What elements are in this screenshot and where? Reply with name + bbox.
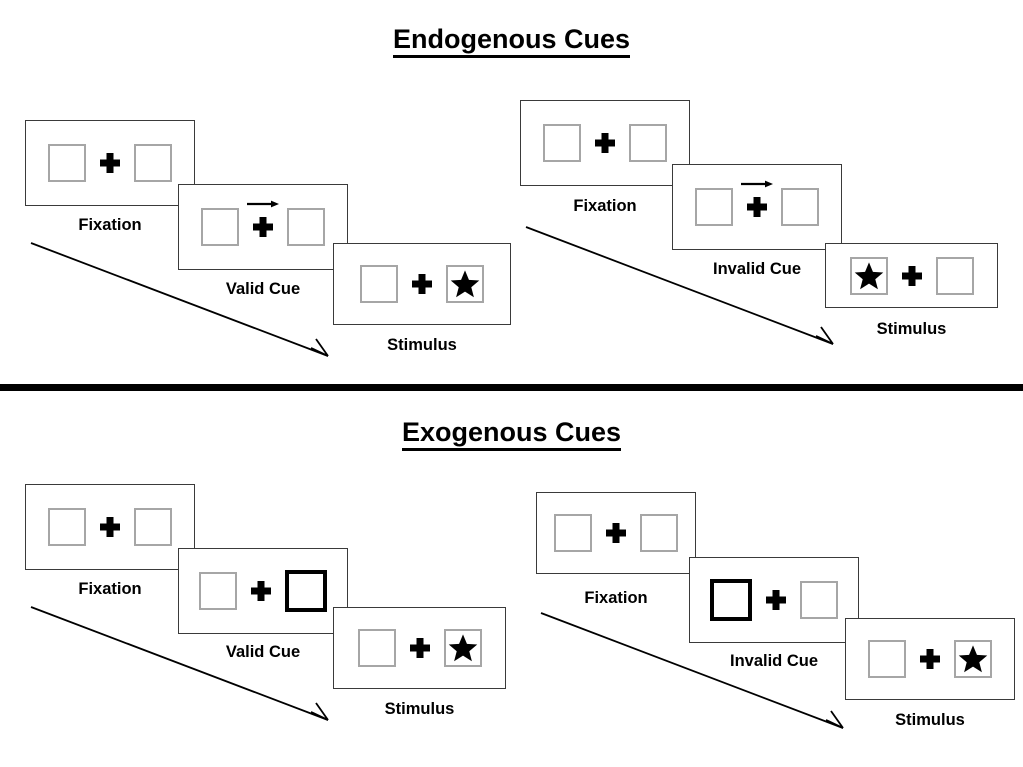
star-icon (450, 269, 480, 299)
left-box[interactable] (48, 144, 86, 182)
section-title-endogenous: Endogenous Cues (0, 24, 1023, 58)
caption-exogenous-valid-stimulus: Stimulus (384, 700, 455, 718)
panel-endogenous-invalid-stimulus[interactable] (825, 243, 998, 308)
right-box[interactable] (134, 508, 172, 546)
right-box[interactable] (446, 265, 484, 303)
right-box[interactable] (935, 256, 974, 295)
caption-endogenous-valid-cue: Valid Cue (225, 280, 301, 298)
left-box[interactable] (360, 265, 398, 303)
left-box[interactable] (48, 508, 86, 546)
fixation-cross-icon (412, 274, 432, 294)
left-box[interactable] (554, 514, 592, 552)
fixation-cross-icon (595, 133, 615, 153)
right-box[interactable] (640, 514, 678, 552)
caption-endogenous-valid-fixation: Fixation (78, 216, 142, 234)
section-title-exogenous-text: Exogenous Cues (401, 417, 622, 451)
fixation-cross-icon (410, 638, 430, 658)
right-box[interactable] (954, 640, 992, 678)
panel-exogenous-invalid-stimulus[interactable] (845, 618, 1015, 700)
left-box[interactable] (849, 256, 888, 295)
fixation-cross-icon (100, 153, 120, 173)
panel-endogenous-valid-fixation[interactable] (25, 120, 195, 206)
caption-exogenous-invalid-fixation: Fixation (584, 589, 648, 607)
caption-exogenous-invalid-cue: Invalid Cue (729, 652, 819, 670)
arrow-right-icon (247, 200, 279, 208)
panel-endogenous-invalid-cue[interactable] (672, 164, 842, 250)
left-box[interactable] (543, 124, 581, 162)
fixation-cross-icon (741, 180, 773, 217)
fixation-cross-icon (251, 581, 271, 601)
right-box[interactable] (629, 124, 667, 162)
caption-exogenous-valid-cue: Valid Cue (225, 643, 301, 661)
fixation-cross-icon (902, 266, 922, 286)
left-box[interactable] (868, 640, 906, 678)
section-divider (0, 384, 1023, 391)
right-box[interactable] (781, 188, 819, 226)
right-box-cued[interactable] (285, 570, 327, 612)
left-box-cued[interactable] (710, 579, 752, 621)
section-title-exogenous: Exogenous Cues (0, 417, 1023, 451)
panel-exogenous-valid-stimulus[interactable] (333, 607, 506, 689)
panel-exogenous-valid-fixation[interactable] (25, 484, 195, 570)
star-icon (854, 261, 884, 291)
caption-endogenous-invalid-fixation: Fixation (573, 197, 637, 215)
panel-endogenous-valid-cue[interactable] (178, 184, 348, 270)
caption-endogenous-valid-stimulus: Stimulus (387, 336, 457, 354)
arrow-right-icon (741, 180, 773, 188)
right-box[interactable] (443, 629, 482, 667)
fixation-cross-icon (920, 649, 940, 669)
fixation-cross-icon (766, 590, 786, 610)
panel-exogenous-invalid-fixation[interactable] (536, 492, 696, 574)
right-box[interactable] (800, 581, 838, 619)
panel-endogenous-invalid-fixation[interactable] (520, 100, 690, 186)
panel-exogenous-valid-cue[interactable] (178, 548, 348, 634)
fixation-cross-icon (100, 517, 120, 537)
right-box[interactable] (134, 144, 172, 182)
fixation-cross-icon (606, 523, 626, 543)
panel-endogenous-valid-stimulus[interactable] (333, 243, 511, 325)
caption-endogenous-invalid-cue: Invalid Cue (712, 260, 802, 278)
section-title-endogenous-text: Endogenous Cues (392, 24, 630, 58)
caption-exogenous-valid-fixation: Fixation (78, 580, 142, 598)
left-box[interactable] (357, 629, 396, 667)
right-box[interactable] (287, 208, 325, 246)
caption-exogenous-invalid-stimulus: Stimulus (895, 711, 965, 729)
left-box[interactable] (695, 188, 733, 226)
fixation-cross-icon (247, 200, 279, 237)
caption-endogenous-invalid-stimulus: Stimulus (876, 320, 947, 338)
left-box[interactable] (201, 208, 239, 246)
star-icon (958, 644, 988, 674)
panel-exogenous-invalid-cue[interactable] (689, 557, 859, 643)
star-icon (448, 633, 478, 663)
left-box[interactable] (199, 572, 237, 610)
